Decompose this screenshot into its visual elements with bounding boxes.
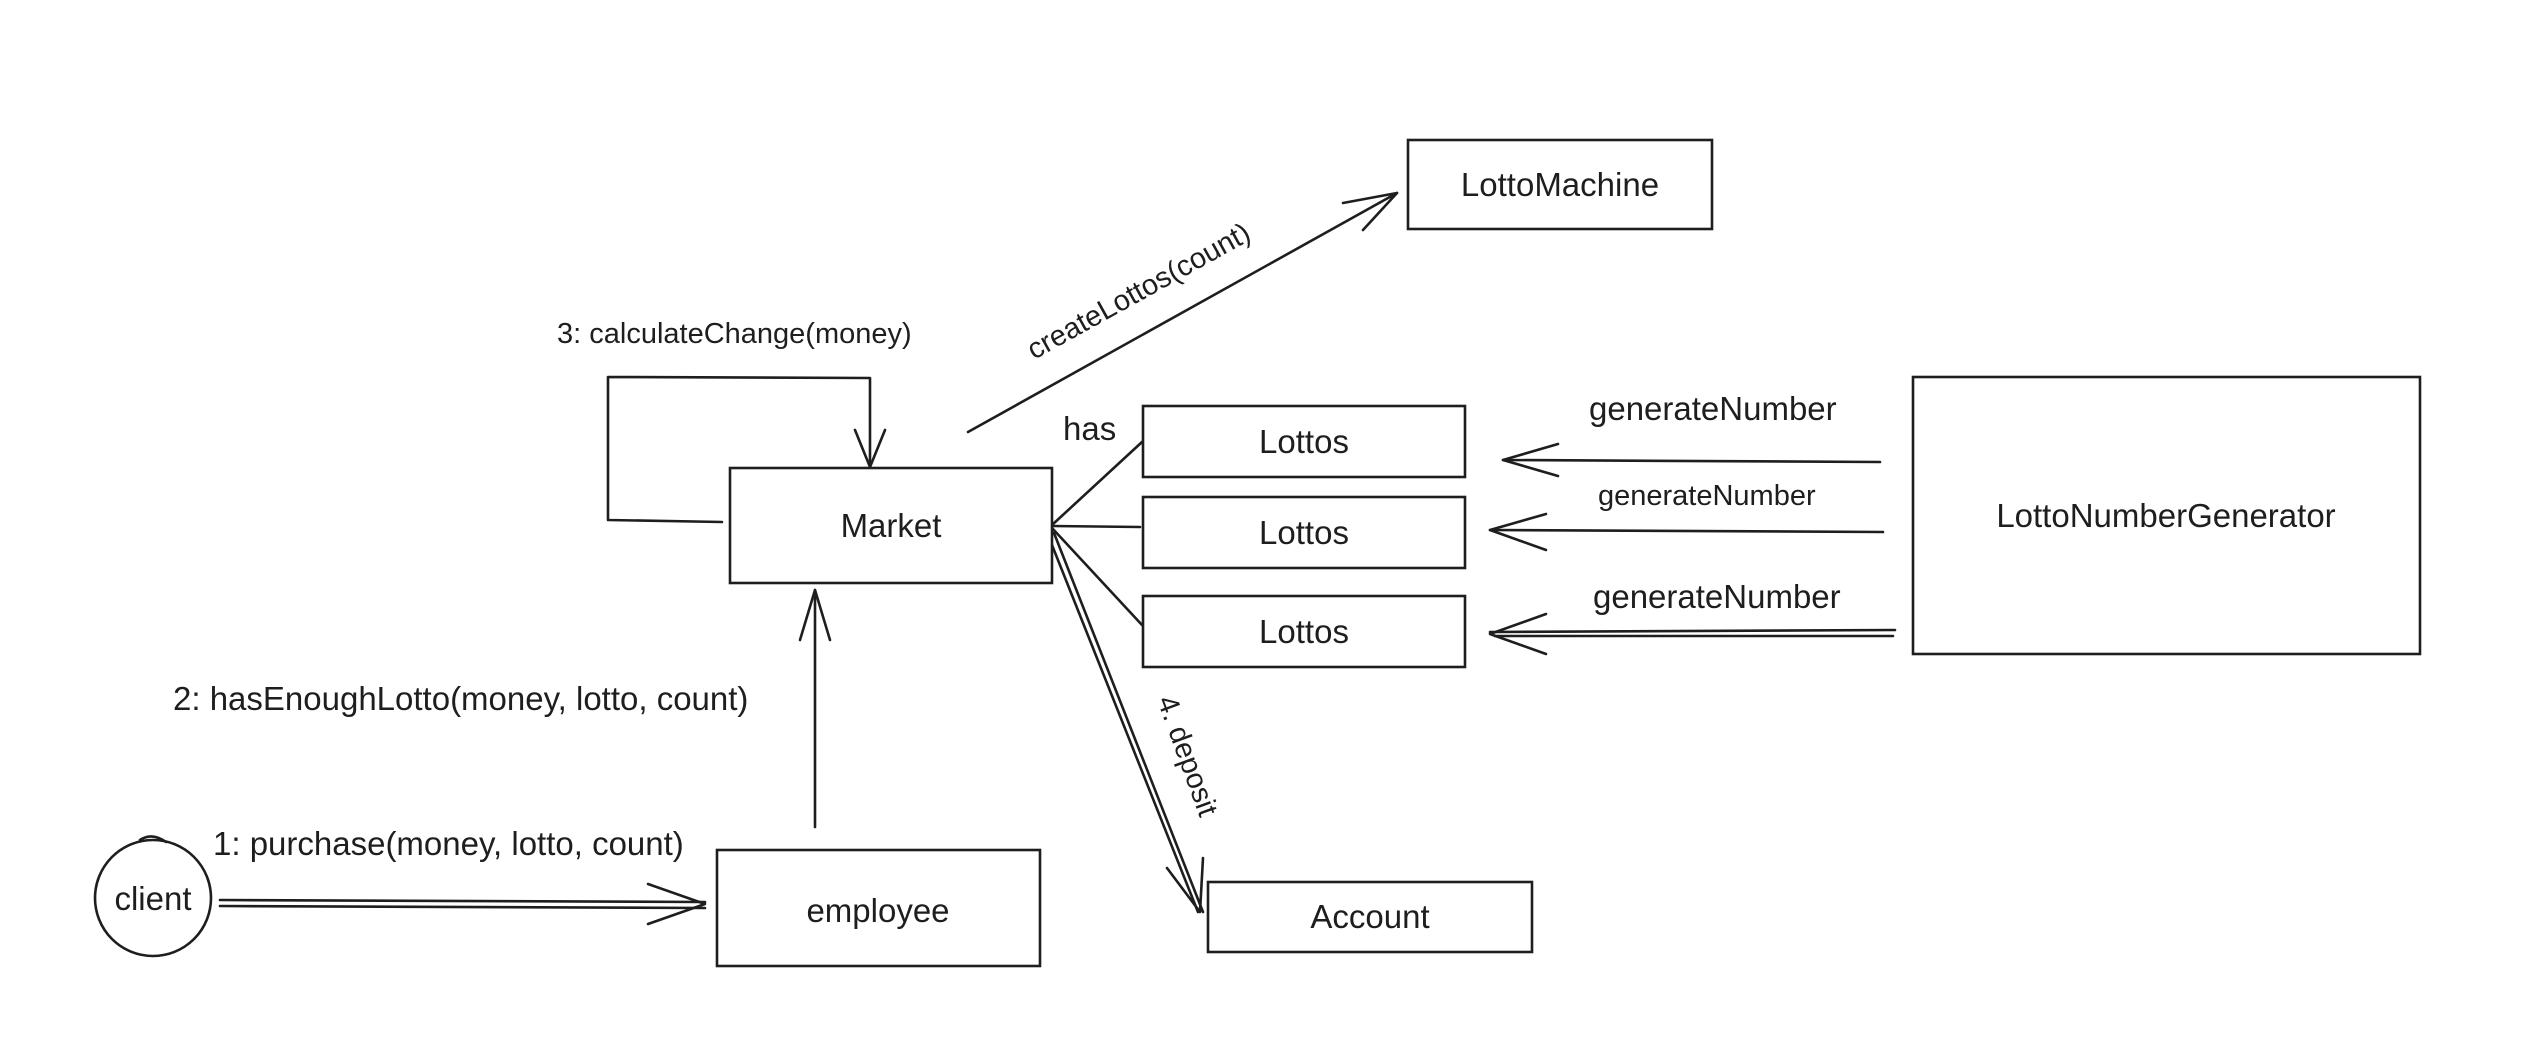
lotto-number-generator-node: LottoNumberGenerator	[1911, 375, 2422, 656]
client-label: client	[114, 880, 191, 917]
lottos-node-2: Lottos	[1141, 495, 1467, 570]
create-lottos-arrow	[966, 191, 1399, 434]
lottos-label-1: Lottos	[1259, 423, 1349, 460]
lottos-node-1: Lottos	[1141, 404, 1467, 479]
has-enough-lotto-arrow	[798, 588, 832, 829]
lotto-machine-label: LottoMachine	[1461, 166, 1659, 203]
lotto-number-generator-label: LottoNumberGenerator	[1996, 497, 2335, 534]
client-node: client	[93, 835, 213, 958]
has-enough-lotto-label: 2: hasEnoughLotto(money, lotto, count)	[173, 680, 748, 717]
generate-number-label-3: generateNumber	[1593, 578, 1841, 615]
employee-node: employee	[715, 848, 1042, 968]
has-connectors	[1050, 440, 1144, 627]
has-label: has	[1063, 410, 1116, 447]
generate-number-label-2: generateNumber	[1598, 480, 1816, 512]
purchase-arrow	[218, 882, 707, 926]
market-label: Market	[841, 507, 942, 544]
account-label: Account	[1310, 898, 1429, 935]
purchase-label: 1: purchase(money, lotto, count)	[213, 825, 684, 862]
generate-number-arrow-3	[1488, 612, 1897, 656]
generate-number-arrow-2	[1488, 512, 1885, 552]
lottos-label-2: Lottos	[1259, 514, 1349, 551]
deposit-arrow	[1048, 531, 1205, 914]
lottos-node-3: Lottos	[1141, 594, 1467, 669]
calculate-change-label: 3: calculateChange(money)	[557, 318, 912, 350]
generate-number-arrow-1	[1501, 442, 1882, 478]
employee-label: employee	[806, 892, 949, 929]
market-node: Market	[728, 466, 1054, 585]
deposit-label: 4. deposit	[1150, 691, 1223, 820]
generate-number-label-1: generateNumber	[1589, 390, 1837, 427]
lottos-label-3: Lottos	[1259, 613, 1349, 650]
account-node: Account	[1206, 880, 1534, 954]
lotto-machine-node: LottoMachine	[1406, 138, 1714, 231]
